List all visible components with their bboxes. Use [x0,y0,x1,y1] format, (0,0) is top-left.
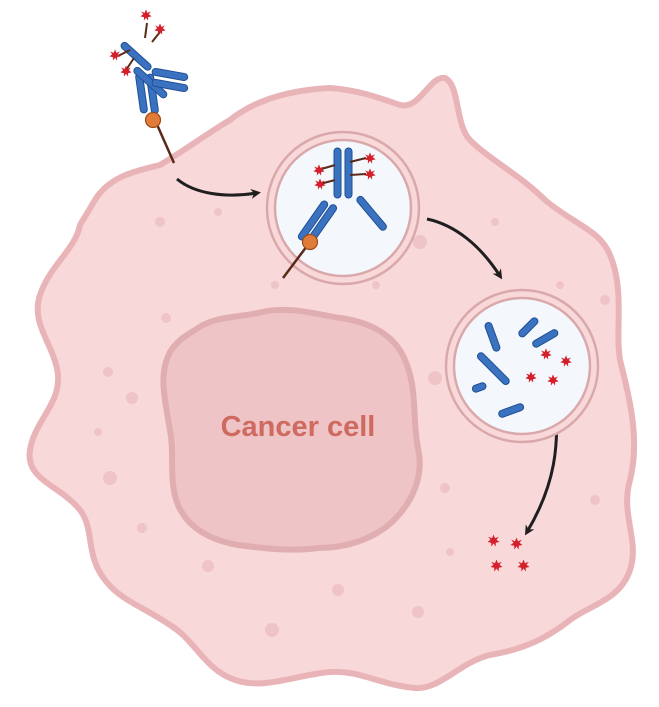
cytoplasm-granule [446,548,454,556]
cytoplasm-granule [372,281,380,289]
cytoplasm-granule [155,217,165,227]
cytoplasm-granule [440,483,450,493]
cytoplasm-granules [94,208,610,637]
cytoplasm-granule [214,208,222,216]
cytoplasm-granule [137,523,147,533]
payload-star-icon [140,9,152,21]
cytoplasm-granule [600,295,610,305]
cytoplasm-granule [271,281,279,289]
cytoplasm-granule [412,606,424,618]
cytoplasm-granule [556,281,564,289]
cytoplasm-granule [103,471,117,485]
cytoplasm-granule [590,495,600,505]
payload-star-icon [120,65,132,77]
arrow-endosome-to-lysosome [426,217,503,280]
cytoplasm-granule [103,367,113,377]
cell-label: Cancer cell [221,411,376,443]
cytoplasm-granule [161,313,171,323]
lysosome-icon [444,288,600,444]
arrow-internalization [176,177,261,199]
cytoplasm-granule [413,235,427,249]
cytoplasm-granule [332,584,344,596]
cytoplasm-granule [265,623,279,637]
cytoplasm-granule [202,560,214,572]
antibody-drug-conjugate-icon [109,9,189,164]
endosome-icon [265,130,421,286]
nucleus [160,306,423,553]
cytoplasm-granule [94,428,102,436]
cytoplasm-granule [126,392,138,404]
cytoplasm-granule [428,371,442,385]
cytoplasm-granule [491,218,499,226]
